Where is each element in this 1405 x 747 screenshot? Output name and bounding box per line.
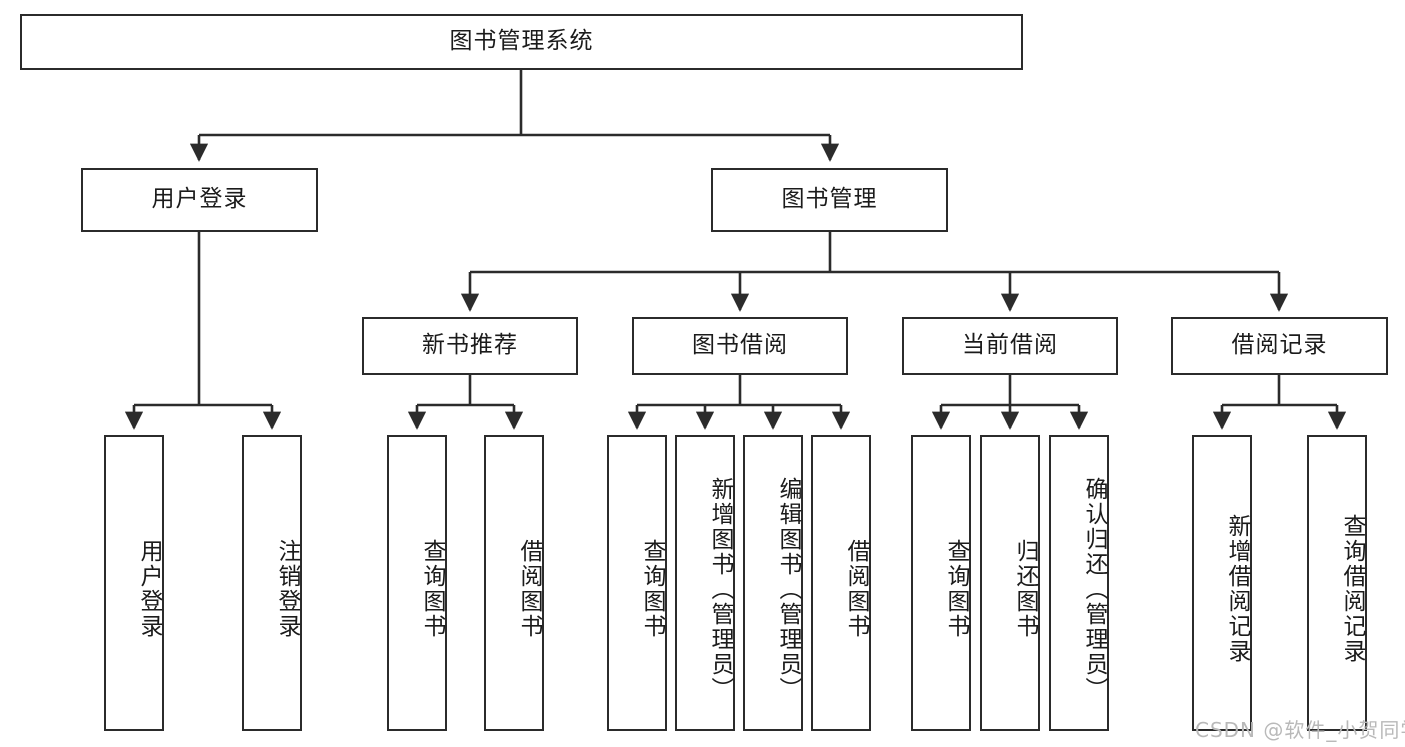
node-root-label: 图书管理系统 [449, 28, 594, 55]
node-leaf-edit-book-label: 编辑图书（管理员） [775, 476, 801, 702]
node-book-management-label: 图书管理 [781, 186, 878, 213]
node-leaf-user-login[interactable]: 用户登录 [104, 435, 164, 731]
node-leaf-query-book-3[interactable]: 查询图书 [911, 435, 971, 731]
node-leaf-edit-book[interactable]: 编辑图书（管理员） [743, 435, 803, 731]
node-leaf-add-record[interactable]: 新增借阅记录 [1192, 435, 1252, 731]
node-leaf-query-record-label: 查询借阅记录 [1339, 514, 1365, 664]
node-leaf-add-record-label: 新增借阅记录 [1224, 514, 1250, 664]
node-book-management[interactable]: 图书管理 [711, 168, 948, 232]
node-user-login-label: 用户登录 [151, 186, 248, 213]
node-user-login[interactable]: 用户登录 [81, 168, 318, 232]
node-leaf-return-book-label: 归还图书 [1012, 539, 1038, 639]
node-current-borrow[interactable]: 当前借阅 [902, 317, 1118, 375]
node-leaf-borrow-book-1-label: 借阅图书 [516, 539, 542, 639]
node-root[interactable]: 图书管理系统 [20, 14, 1023, 70]
node-leaf-add-book[interactable]: 新增图书（管理员） [675, 435, 735, 731]
watermark: CSDN @软件_小贺同学 [1195, 718, 1405, 742]
node-current-borrow-label: 当前借阅 [962, 332, 1058, 359]
node-leaf-query-book-2-label: 查询图书 [639, 539, 665, 639]
node-leaf-query-book-1-label: 查询图书 [419, 539, 445, 639]
node-book-borrow-label: 图书借阅 [692, 332, 788, 359]
node-new-book-recommend[interactable]: 新书推荐 [362, 317, 578, 375]
node-leaf-query-book-3-label: 查询图书 [943, 539, 969, 639]
node-leaf-borrow-book-2-label: 借阅图书 [843, 539, 869, 639]
node-leaf-confirm-return-label: 确认归还（管理员） [1081, 476, 1107, 702]
node-new-book-recommend-label: 新书推荐 [422, 332, 518, 359]
node-leaf-user-logout-label: 注销登录 [274, 539, 300, 639]
node-leaf-user-login-label: 用户登录 [136, 539, 162, 639]
node-book-borrow[interactable]: 图书借阅 [632, 317, 848, 375]
node-leaf-query-record[interactable]: 查询借阅记录 [1307, 435, 1367, 731]
node-leaf-query-book-2[interactable]: 查询图书 [607, 435, 667, 731]
node-leaf-user-logout[interactable]: 注销登录 [242, 435, 302, 731]
node-leaf-add-book-label: 新增图书（管理员） [707, 476, 733, 702]
node-leaf-return-book[interactable]: 归还图书 [980, 435, 1040, 731]
node-borrow-record[interactable]: 借阅记录 [1171, 317, 1388, 375]
node-leaf-borrow-book-2[interactable]: 借阅图书 [811, 435, 871, 731]
node-leaf-confirm-return[interactable]: 确认归还（管理员） [1049, 435, 1109, 731]
node-borrow-record-label: 借阅记录 [1231, 332, 1328, 359]
node-leaf-borrow-book-1[interactable]: 借阅图书 [484, 435, 544, 731]
node-leaf-query-book-1[interactable]: 查询图书 [387, 435, 447, 731]
